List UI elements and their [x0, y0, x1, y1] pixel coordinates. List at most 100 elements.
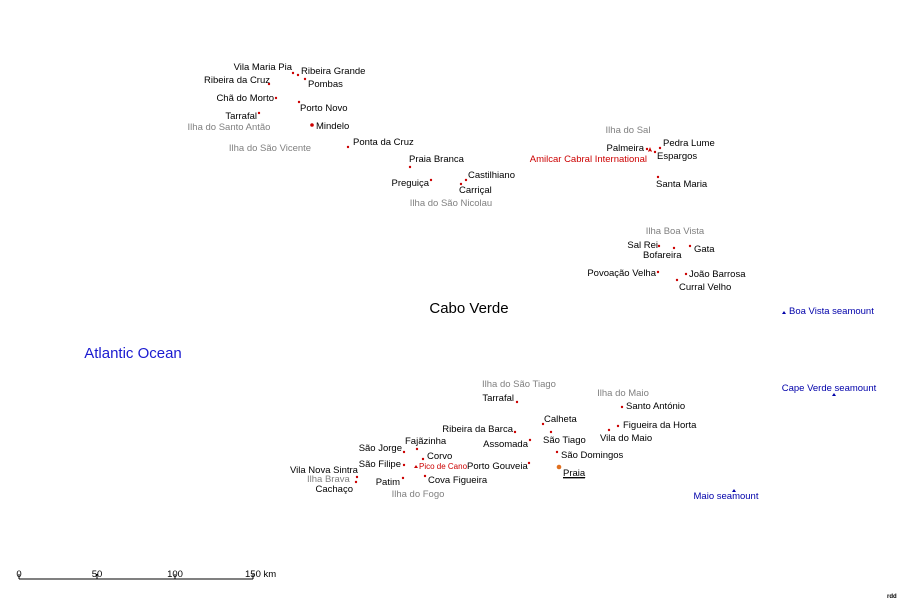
- place-vila-maria-pia: Vila Maria Pia: [234, 62, 295, 75]
- place-praia-capital: Praia: [556, 464, 586, 479]
- island-maio: Ilha do Maio: [597, 388, 649, 399]
- svg-text:Bofareira: Bofareira: [643, 250, 682, 261]
- svg-text:Praia Branca: Praia Branca: [409, 154, 465, 165]
- place-porto-gouveia: Porto Gouveia: [467, 461, 531, 472]
- place-ribeira-grande: Ribeira Grande: [296, 66, 365, 77]
- place-pedra-lume: Pedra Lume: [658, 138, 715, 150]
- svg-text:São Filipe: São Filipe: [359, 459, 401, 470]
- seamount-cape-verde: Cape Verde seamount: [782, 383, 877, 396]
- svg-text:Ribeira Grande: Ribeira Grande: [301, 66, 365, 77]
- island-sao-nicolau: Ilha do São Nicolau: [410, 198, 492, 209]
- svg-text:Cachaço: Cachaço: [316, 484, 354, 495]
- place-porto-novo: Porto Novo: [297, 100, 348, 114]
- place-ribeira-da-barca: Ribeira da Barca: [442, 424, 517, 435]
- svg-text:Boa Vista seamount: Boa Vista seamount: [789, 306, 874, 317]
- place-vila-do-maio: Vila do Maio: [600, 428, 652, 444]
- svg-text:Preguiça: Preguiça: [392, 178, 430, 189]
- svg-text:Maio seamount: Maio seamount: [694, 491, 759, 502]
- place-gata: Gata: [688, 244, 715, 255]
- place-preguica: Preguiça: [392, 178, 433, 189]
- svg-text:Santo António: Santo António: [626, 401, 685, 412]
- place-cova-figueira: Cova Figueira: [423, 474, 488, 486]
- island-sao-vicente: Ilha do São Vicente: [229, 143, 311, 154]
- place-vila-nova-sintra: Vila Nova Sintra: [290, 465, 359, 479]
- place-calheta: Calheta: [541, 414, 577, 426]
- island-sao-tiago: Ilha do São Tiago: [482, 379, 556, 390]
- place-bofareira: Bofareira: [643, 246, 682, 261]
- svg-text:Cape Verde seamount: Cape Verde seamount: [782, 383, 877, 394]
- svg-text:Espargos: Espargos: [657, 151, 697, 162]
- svg-text:João Barrosa: João Barrosa: [689, 269, 746, 280]
- place-pombas: Pombas: [303, 77, 343, 90]
- place-santo-antonio: Santo António: [620, 401, 685, 412]
- svg-text:Fajãzinha: Fajãzinha: [405, 436, 447, 447]
- svg-text:Castilhiano: Castilhiano: [468, 170, 515, 181]
- place-castilhiano: Castilhiano: [464, 170, 515, 182]
- svg-text:Tarrafal: Tarrafal: [225, 111, 257, 122]
- svg-text:Ribeira da Cruz: Ribeira da Cruz: [204, 75, 270, 86]
- scale-label-100: 100: [167, 569, 183, 580]
- svg-text:Assomada: Assomada: [483, 439, 529, 450]
- svg-text:Pombas: Pombas: [308, 79, 343, 90]
- seamount-boa-vista: Boa Vista seamount: [782, 306, 874, 317]
- place-tarrafal-sao-tiago: Tarrafal: [482, 393, 519, 404]
- peak-pico-de-cano: Pico de Cano: [414, 462, 468, 471]
- svg-text:Ponta da Cruz: Ponta da Cruz: [353, 137, 414, 148]
- svg-text:Sal Rei: Sal Rei: [627, 240, 658, 251]
- airport-amilcar-cabral: Amilcar Cabral International: [530, 147, 652, 165]
- svg-text:Pico de Cano: Pico de Cano: [419, 462, 468, 471]
- svg-text:Ilha Boa Vista: Ilha Boa Vista: [646, 226, 705, 237]
- svg-text:Povoação Velha: Povoação Velha: [587, 268, 656, 279]
- place-praia-branca: Praia Branca: [408, 154, 465, 169]
- island-santo-antao: Ilha do Santo Antão: [188, 122, 271, 133]
- place-cachaco: Cachaço: [316, 480, 358, 495]
- scale-label-50: 50: [92, 569, 103, 580]
- svg-text:Porto Novo: Porto Novo: [300, 103, 348, 114]
- svg-text:São Jorge: São Jorge: [359, 443, 402, 454]
- svg-text:Pedra Lume: Pedra Lume: [663, 138, 715, 149]
- svg-text:Patim: Patim: [376, 477, 400, 488]
- island-boa-vista: Ilha Boa Vista: [646, 226, 705, 237]
- svg-text:Mindelo: Mindelo: [316, 121, 349, 132]
- place-mindelo: Mindelo: [310, 121, 349, 132]
- place-espargos: Espargos: [653, 150, 697, 162]
- svg-text:Ribeira da Barca: Ribeira da Barca: [442, 424, 513, 435]
- svg-text:Vila do Maio: Vila do Maio: [600, 433, 652, 444]
- svg-text:Vila Maria Pia: Vila Maria Pia: [234, 62, 293, 73]
- island-brava: Ilha Brava: [307, 474, 350, 485]
- place-palmeira: Palmeira: [607, 143, 649, 154]
- svg-text:São Domingos: São Domingos: [561, 450, 624, 461]
- svg-text:Corvo: Corvo: [427, 451, 452, 462]
- svg-text:Calheta: Calheta: [544, 414, 577, 425]
- svg-text:Gata: Gata: [694, 244, 715, 255]
- place-santa-maria: Santa Maria: [656, 175, 708, 190]
- svg-text:Chã do Morto: Chã do Morto: [216, 93, 274, 104]
- place-povoacao-velha: Povoação Velha: [587, 268, 660, 279]
- place-sao-filipe: São Filipe: [359, 459, 406, 470]
- svg-text:Ilha Brava: Ilha Brava: [307, 474, 350, 485]
- svg-text:Palmeira: Palmeira: [607, 143, 645, 154]
- svg-text:Amilcar Cabral International: Amilcar Cabral International: [530, 154, 647, 165]
- scale-bar: 0 50 100 150 km: [16, 569, 276, 580]
- scale-label-0: 0: [16, 569, 21, 580]
- place-ponta-da-cruz: Ponta da Cruz: [346, 137, 414, 149]
- svg-text:Ilha do Fogo: Ilha do Fogo: [392, 489, 445, 500]
- country-label: Cabo Verde: [429, 300, 508, 317]
- svg-text:Curral Velho: Curral Velho: [679, 282, 731, 293]
- place-assomada: Assomada: [483, 438, 532, 450]
- svg-text:Ilha do Maio: Ilha do Maio: [597, 388, 649, 399]
- place-tarrafal-santo-antao: Tarrafal: [225, 111, 261, 122]
- place-figueira-da-horta: Figueira da Horta: [616, 420, 697, 431]
- place-sao-jorge: São Jorge: [359, 443, 406, 454]
- svg-text:Ilha do São Nicolau: Ilha do São Nicolau: [410, 198, 492, 209]
- svg-text:Ilha do Santo Antão: Ilha do Santo Antão: [188, 122, 271, 133]
- place-corvo: Corvo: [421, 451, 452, 462]
- svg-text:Porto Gouveia: Porto Gouveia: [467, 461, 528, 472]
- place-cha-do-morto: Chã do Morto: [216, 93, 278, 104]
- place-joao-barrosa: João Barrosa: [684, 269, 746, 280]
- svg-text:Ilha do São Vicente: Ilha do São Vicente: [229, 143, 311, 154]
- scale-label-150: 150 km: [245, 569, 276, 580]
- place-curral-velho: Curral Velho: [675, 278, 731, 293]
